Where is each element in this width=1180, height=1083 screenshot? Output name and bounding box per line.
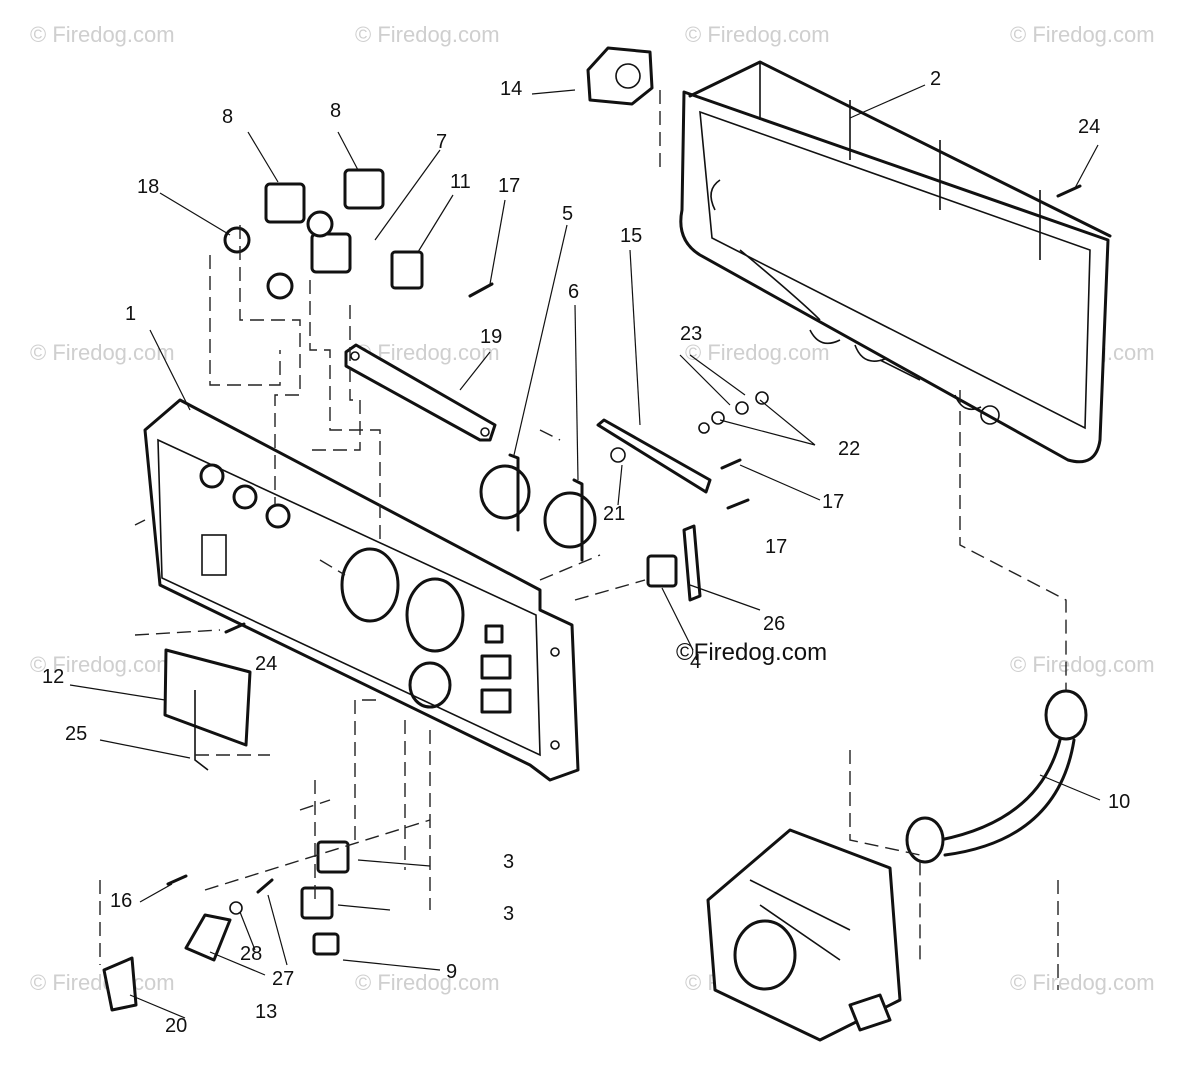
callout-6: 6 bbox=[568, 281, 579, 303]
watermark: © Firedog.com bbox=[30, 22, 175, 47]
callout-18: 18 bbox=[137, 176, 159, 198]
callout-11: 11 bbox=[450, 171, 471, 193]
part-bracket bbox=[344, 343, 497, 442]
callout-28: 28 bbox=[240, 943, 262, 965]
callout-10: 10 bbox=[1108, 791, 1130, 813]
callout-14: 14 bbox=[500, 78, 522, 100]
watermark: © Firedog.com bbox=[685, 22, 830, 47]
callout-27: 27 bbox=[272, 968, 294, 990]
part-front-panel bbox=[143, 398, 580, 782]
watermark: © Firedog.com bbox=[355, 970, 500, 995]
callout-3: 3 bbox=[503, 903, 514, 925]
callout-3: 3 bbox=[503, 851, 514, 873]
callout-5: 5 bbox=[562, 203, 573, 225]
brand-mark: ©Firedog.com bbox=[676, 639, 827, 666]
part-bar bbox=[596, 418, 712, 494]
watermark: © Firedog.com bbox=[1010, 970, 1155, 995]
watermark: © Firedog.com bbox=[1010, 22, 1155, 47]
watermark: © Firedog.com bbox=[685, 340, 830, 365]
callout-22: 22 bbox=[838, 438, 860, 460]
part-outlets bbox=[479, 453, 597, 562]
watermark: © Firedog.com bbox=[30, 970, 175, 995]
assembly-lines bbox=[99, 90, 1067, 990]
callout-17: 17 bbox=[765, 536, 787, 558]
part-housing-box bbox=[679, 60, 1112, 464]
watermark: © Firedog.com bbox=[30, 340, 175, 365]
callout-2: 2 bbox=[930, 68, 941, 90]
part-block bbox=[390, 250, 424, 290]
part-receptacles bbox=[300, 524, 702, 956]
leader-lines bbox=[69, 84, 1101, 1019]
callout-24: 24 bbox=[255, 653, 277, 675]
callout-15: 15 bbox=[620, 225, 642, 247]
part-small-brackets bbox=[102, 913, 232, 1012]
callout-8: 8 bbox=[222, 106, 233, 128]
callout-13: 13 bbox=[255, 1001, 277, 1023]
callout-25: 25 bbox=[65, 723, 87, 745]
callout-12: 12 bbox=[42, 666, 64, 688]
watermark: © Firedog.com bbox=[1010, 652, 1155, 677]
part-fan-housing bbox=[706, 828, 902, 1042]
callout-24: 24 bbox=[1078, 116, 1100, 138]
callout-16: 16 bbox=[110, 890, 132, 912]
callout-21: 21 bbox=[603, 503, 625, 525]
callout-26: 26 bbox=[763, 613, 785, 635]
callout-17: 17 bbox=[498, 175, 520, 197]
part-grommet bbox=[586, 46, 654, 106]
callout-23: 23 bbox=[680, 323, 702, 345]
callout-8: 8 bbox=[330, 100, 341, 122]
part-knobs bbox=[223, 168, 385, 300]
callouts: 1 2 24 14 8 8 7 11 17 18 19 5 6 15 23 22… bbox=[42, 68, 1130, 1037]
watermark: © Firedog.com bbox=[30, 652, 175, 677]
callout-20: 20 bbox=[165, 1015, 187, 1037]
callout-4: 4 bbox=[690, 651, 701, 673]
callout-1: 1 bbox=[125, 303, 136, 325]
part-cable bbox=[905, 689, 1088, 864]
callout-19: 19 bbox=[480, 326, 502, 348]
callout-17: 17 bbox=[822, 491, 844, 513]
watermark: © Firedog.com bbox=[355, 22, 500, 47]
screws bbox=[166, 184, 1082, 915]
callout-7: 7 bbox=[436, 131, 447, 153]
part-label-plate bbox=[163, 648, 252, 771]
callout-9: 9 bbox=[446, 961, 457, 983]
